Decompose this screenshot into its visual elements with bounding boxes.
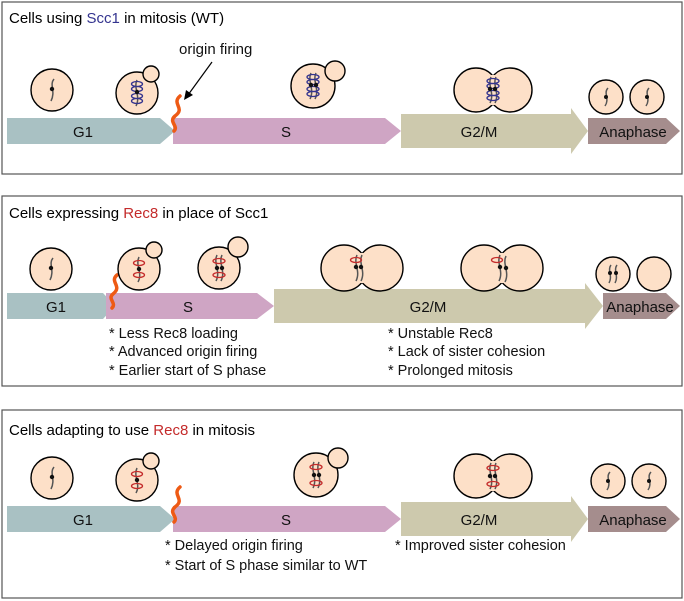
phase-arrow-g2m bbox=[274, 283, 603, 329]
note-right-1: * Unstable Rec8 bbox=[388, 326, 493, 342]
note-right-1: * Improved sister cohesion bbox=[395, 538, 566, 554]
phase-arrow-g2m bbox=[401, 496, 588, 542]
cell-s-phase bbox=[293, 447, 349, 498]
cell-anaphase-left bbox=[588, 79, 624, 115]
cell-g2m-late bbox=[460, 244, 544, 292]
phase-arrow-g1 bbox=[7, 506, 175, 532]
phase-label-s: S bbox=[183, 299, 193, 316]
panel-rec8-replacement: Cells expressing Rec8 in place of Scc1 G… bbox=[1, 195, 683, 387]
phase-arrow-s bbox=[173, 506, 401, 532]
phase-arrow-g1 bbox=[7, 118, 175, 144]
phase-label-g1: G1 bbox=[73, 124, 93, 141]
phase-label-g1: G1 bbox=[73, 512, 93, 529]
panel-frame bbox=[1, 1, 683, 175]
cell-anaphase-right bbox=[631, 463, 667, 499]
panel-title: Cells expressing Rec8 in place of Scc1 bbox=[9, 205, 268, 222]
phase-arrow-g1 bbox=[7, 293, 115, 319]
phase-arrow-anaphase bbox=[588, 118, 680, 144]
cell-anaphase-left bbox=[590, 463, 626, 499]
phase-label-g1: G1 bbox=[46, 299, 66, 316]
phase-arrow-anaphase bbox=[603, 293, 680, 319]
note-right-3: * Prolonged mitosis bbox=[388, 363, 513, 379]
origin-firing-label: origin firing bbox=[179, 41, 252, 58]
origin-firing-arrow bbox=[187, 61, 213, 96]
phase-label-s: S bbox=[281, 124, 291, 141]
panel-title: Cells using Scc1 in mitosis (WT) bbox=[9, 10, 224, 27]
note-left-2: * Start of S phase similar to WT bbox=[165, 558, 367, 574]
cell-s-phase bbox=[197, 236, 249, 290]
cell-s-phase bbox=[290, 60, 346, 109]
cell-g2m bbox=[453, 453, 533, 499]
note-left-1: * Delayed origin firing bbox=[165, 538, 303, 554]
note-left-3: * Earlier start of S phase bbox=[109, 363, 266, 379]
phase-arrow-s bbox=[173, 118, 401, 144]
cell-budding-g1s bbox=[115, 452, 160, 502]
note-left-1: * Less Rec8 loading bbox=[109, 326, 238, 342]
cell-anaphase-right bbox=[629, 79, 665, 115]
phase-label-s: S bbox=[281, 512, 291, 529]
origin-flame-icon bbox=[170, 94, 182, 133]
cell-g2m-early bbox=[320, 244, 404, 292]
cell-g2m bbox=[453, 67, 533, 113]
phase-label-g2m: G2/M bbox=[461, 512, 498, 529]
panel-rec8-adapted: Cells adapting to use Rec8 in mitosis G1… bbox=[1, 409, 683, 599]
phase-label-anaphase: Anaphase bbox=[599, 124, 667, 141]
cell-g1 bbox=[29, 247, 73, 291]
phase-arrow-g2m bbox=[401, 108, 588, 154]
panel-wt: Cells using Scc1 in mitosis (WT) G1 S G2… bbox=[1, 1, 683, 175]
phase-arrow-s bbox=[106, 293, 274, 319]
panel-title: Cells adapting to use Rec8 in mitosis bbox=[9, 422, 255, 439]
origin-flame-icon bbox=[109, 273, 119, 310]
phase-label-anaphase: Anaphase bbox=[599, 512, 667, 529]
cell-g1 bbox=[30, 68, 74, 112]
origin-firing-arrowhead bbox=[184, 90, 193, 100]
origin-flame-icon bbox=[170, 485, 182, 524]
cell-anaphase-right bbox=[636, 256, 672, 292]
phase-arrow-anaphase bbox=[588, 506, 680, 532]
cell-anaphase-left bbox=[595, 256, 631, 292]
cell-budding-g1s bbox=[115, 65, 160, 115]
cell-g1 bbox=[30, 456, 74, 500]
phase-label-g2m: G2/M bbox=[461, 124, 498, 141]
cell-budding-g1s bbox=[117, 241, 163, 291]
phase-label-g2m: G2/M bbox=[410, 299, 447, 316]
note-left-2: * Advanced origin firing bbox=[109, 344, 257, 360]
note-right-2: * Lack of sister cohesion bbox=[388, 344, 545, 360]
phase-label-anaphase: Anaphase bbox=[606, 299, 674, 316]
